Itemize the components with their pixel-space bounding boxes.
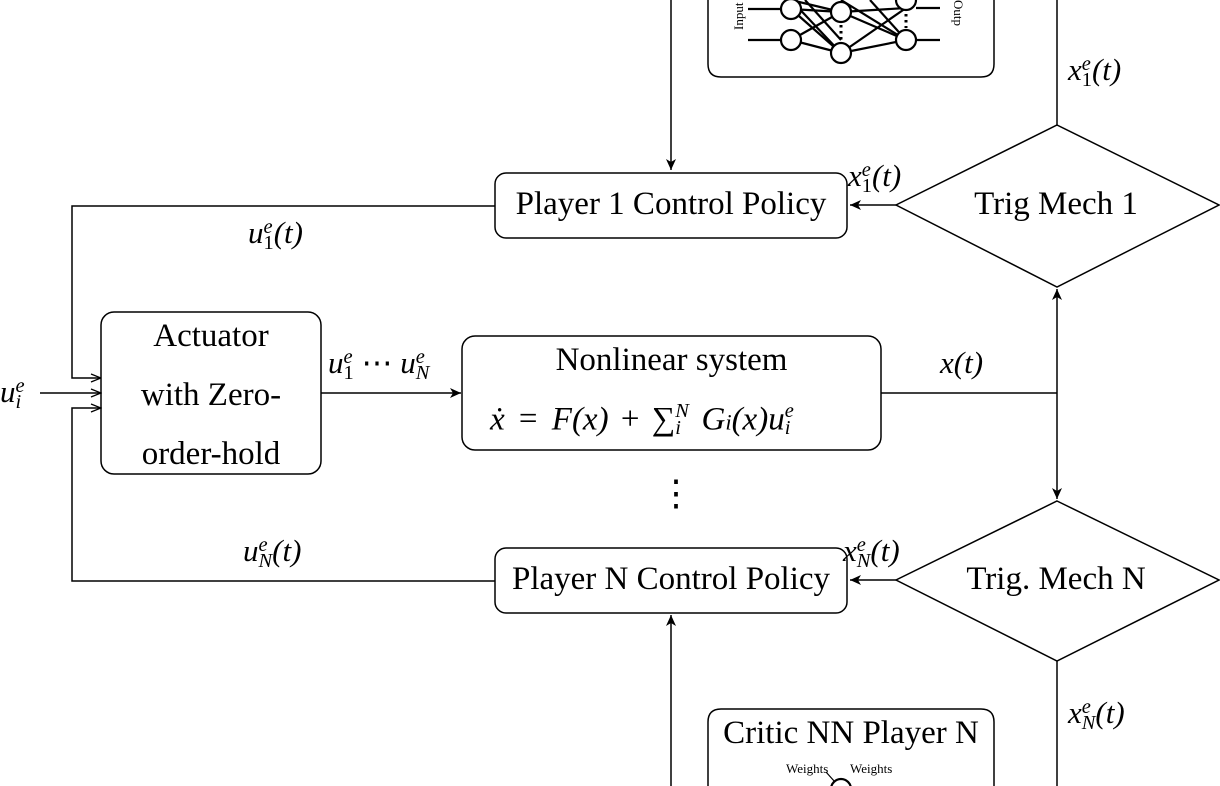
u1-feedback-line	[71, 205, 495, 378]
nn-weights-right-label: Weights	[850, 761, 893, 776]
uNe-var: u	[243, 533, 259, 568]
vertical-ellipsis: ⋮	[658, 473, 694, 513]
eq-u-sub: i	[784, 417, 791, 440]
player1-control-policy-label: Player 1 Control Policy	[515, 186, 827, 222]
uNe-sup: e	[258, 533, 268, 556]
u1e-arg: (t)	[273, 215, 303, 250]
xNe-sup: e	[856, 533, 866, 556]
eq-u: u	[768, 401, 785, 438]
playerN-control-policy-label: Player N Control Policy	[511, 561, 831, 597]
act-uN-sub: N	[415, 362, 430, 385]
critic-nn-playerN-label: Critic NN Player N	[723, 715, 979, 751]
neural-network-icon	[748, 0, 940, 65]
uN-feedback-line	[71, 408, 495, 582]
act-u1-sup: e	[343, 345, 353, 368]
act-u1-sub: 1	[343, 362, 354, 385]
xNe-bottom-sub: N	[1081, 712, 1096, 735]
eq-u-sup: e	[784, 400, 794, 422]
u1e-sup: e	[263, 215, 273, 238]
playerN-control-policy-box	[494, 547, 848, 614]
ui-sub: i	[15, 391, 22, 414]
critic-nn-player1-box	[707, 0, 995, 78]
x1e-sub: 1	[861, 175, 872, 198]
eq-G: G	[701, 401, 726, 438]
x1e-top-arg: (t)	[1091, 52, 1122, 87]
u1e-var: u	[248, 215, 264, 250]
actuator-label-line3: order-hold	[141, 436, 281, 472]
uNe-sub: N	[258, 550, 273, 573]
x1e-arg: (t)	[871, 158, 902, 193]
nn-weights-left-label: Weights	[786, 761, 829, 776]
x1e-sup: e	[861, 158, 871, 181]
xNe-bottom-arg: (t)	[1095, 695, 1125, 730]
trig-mech-1-diamond	[894, 124, 1220, 288]
eq-sum: ∑	[651, 401, 676, 438]
act-uN-var: u	[400, 345, 416, 380]
act-ellipsis: ⋯	[361, 345, 393, 380]
nn-output-label: Outp	[951, 0, 966, 26]
nonlinear-system-title: Nonlinear system	[555, 342, 788, 378]
x1e-top-sub: 1	[1081, 69, 1092, 92]
act-u1-var: u	[328, 345, 344, 380]
x1e-top-sup: e	[1081, 52, 1091, 75]
xNe-sub: N	[856, 550, 871, 573]
actuator-label-line1: Actuator	[153, 318, 269, 354]
eq-G-sub: i	[725, 409, 732, 435]
xNe-arg: (t)	[870, 533, 900, 568]
xNe-bottom-var: x	[1068, 695, 1082, 730]
act-uN-sup: e	[415, 345, 425, 368]
eq-sum-sup: N	[675, 400, 689, 422]
xNe-bottom-sup: e	[1081, 695, 1091, 718]
trig-mech-N-label: Trig. Mech N	[966, 561, 1146, 597]
x1e-var: x	[848, 158, 862, 193]
eq-F: F(x)	[551, 401, 609, 438]
nn-edge-icon	[825, 771, 836, 783]
eq-xdot: ẋ	[490, 401, 505, 438]
eq-equals: =	[518, 401, 538, 438]
actuator-label-line2: with Zero-	[140, 377, 282, 413]
eq-sum-sub: i	[675, 417, 681, 440]
uNe-arg: (t)	[272, 533, 302, 568]
state-x-label: x(t)	[940, 345, 984, 380]
x1e-top-var: x	[1068, 52, 1082, 87]
xNe-var: x	[843, 533, 857, 568]
nn-input-label: Input	[731, 2, 746, 30]
u1e-sub: 1	[263, 232, 274, 255]
trig-mech-1-label: Trig Mech 1	[974, 186, 1138, 222]
eq-plus: +	[620, 401, 640, 438]
eq-G-arg: (x)	[731, 401, 769, 438]
critic-nn-playerN-box	[707, 708, 995, 786]
nn-node-icon	[830, 777, 852, 786]
ui-sup: e	[15, 374, 25, 397]
ui-var: u	[0, 374, 16, 409]
